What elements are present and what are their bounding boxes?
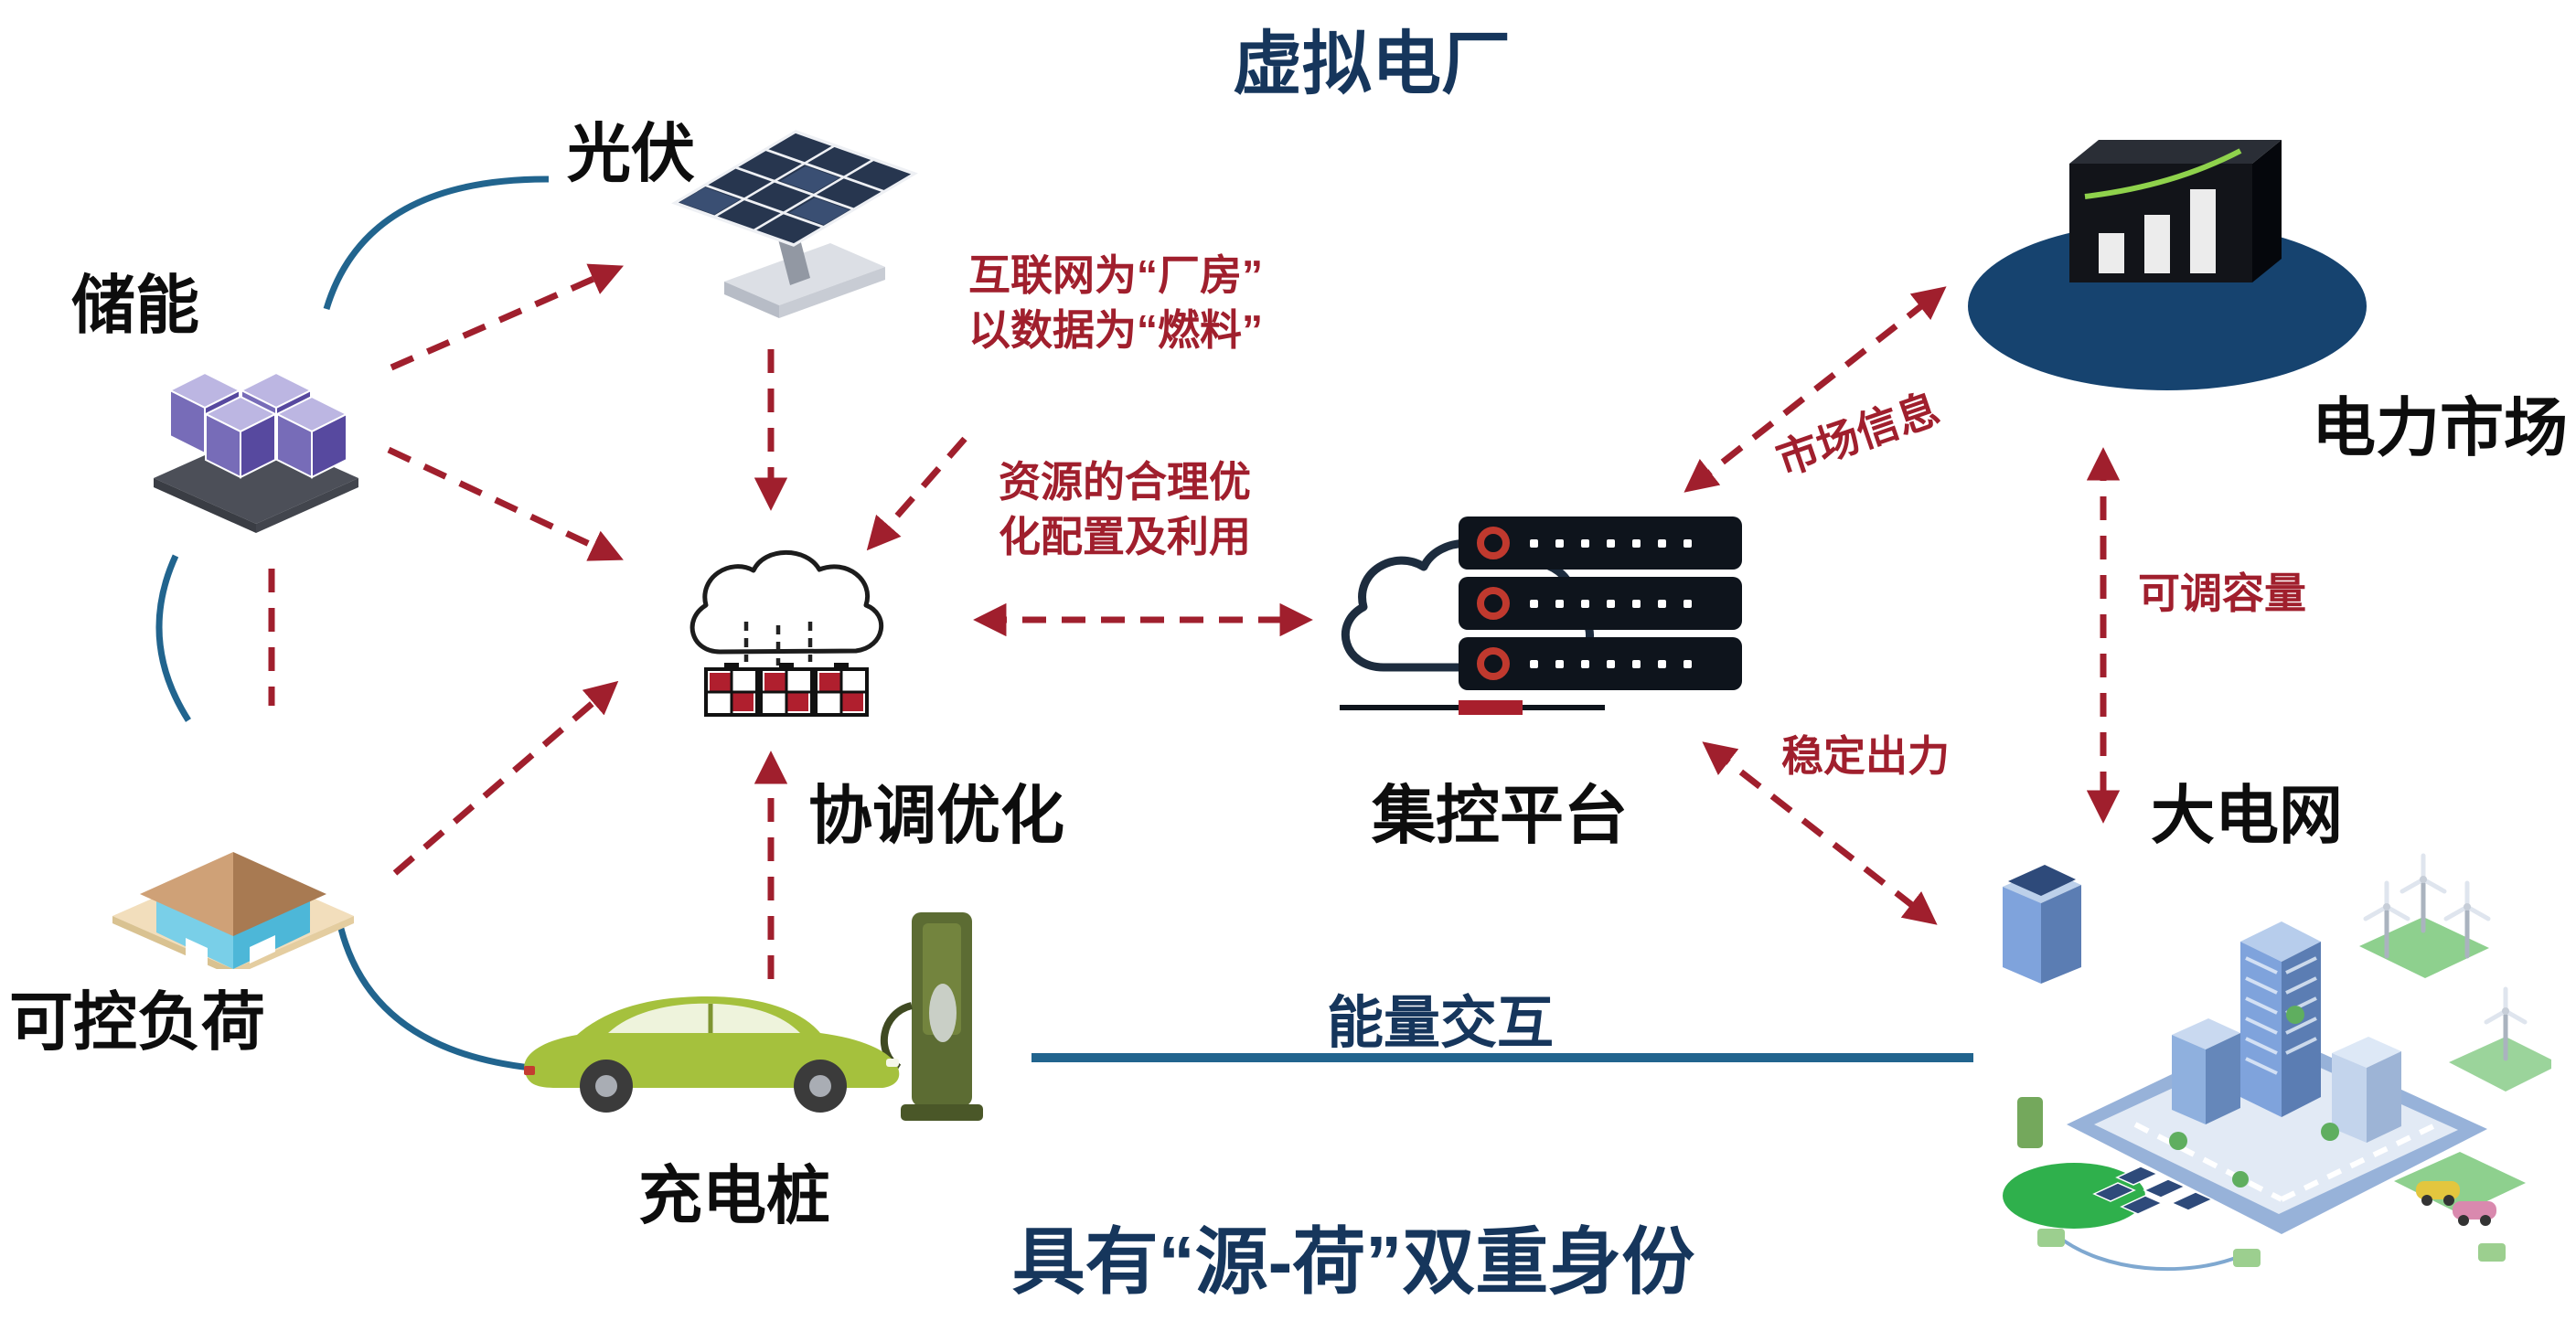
arrow-storage-coordination	[387, 446, 624, 561]
building-2	[2172, 1018, 2240, 1124]
battery-icons	[704, 663, 869, 717]
house-icon	[112, 852, 354, 969]
annotation-adjustable-capacity: 可调容量	[2138, 570, 2306, 617]
arrow-load-coordination	[392, 680, 619, 876]
annotation-internet-line2: 以数据为“燃料”	[968, 305, 1263, 354]
trees	[2169, 1006, 2339, 1188]
small-cars	[2416, 1181, 2496, 1226]
annotation-internet: 互联网为“厂房” 以数据为“燃料”	[933, 249, 1299, 358]
building-3	[2332, 1037, 2401, 1143]
link-storage-pv	[323, 176, 550, 311]
platform-servers-icon	[1340, 517, 1742, 715]
server-rack-icon	[1459, 517, 1742, 690]
tower-building	[2240, 921, 2321, 1117]
arrow-storage-pv	[390, 263, 625, 371]
city-grid-icon	[2003, 853, 2551, 1272]
page-title: 虚拟电厂	[1233, 26, 1511, 103]
energy-storage-icon	[154, 371, 358, 533]
node-label-market: 电力市场	[2312, 392, 2568, 463]
building-4	[2003, 865, 2081, 984]
node-label-load: 可控负荷	[9, 986, 265, 1058]
node-label-platform: 集控平台	[1372, 780, 1628, 851]
annotation-internet-line1: 互联网为“厂房”	[968, 251, 1263, 299]
annotation-energy-exchange: 能量交互	[1326, 992, 1554, 1055]
solar-farm	[2092, 1166, 2214, 1215]
annotation-resource-line1: 资源的合理优	[999, 458, 1251, 506]
utility-boxes	[2017, 1097, 2506, 1272]
market-icon	[1968, 140, 2367, 390]
node-label-coordination: 协调优化	[808, 780, 1064, 851]
node-label-storage: 储能	[71, 270, 199, 341]
node-label-grid: 大电网	[2151, 780, 2343, 851]
annotation-resource: 资源的合理优 化配置及利用	[969, 455, 1280, 565]
annotation-market-info: 市场信息	[1770, 384, 1946, 485]
annotation-stable-output: 稳定出力	[1781, 732, 1950, 780]
annotation-resource-line2: 化配置及利用	[999, 512, 1251, 560]
electric-car-icon	[524, 996, 900, 1113]
link-storage-load	[155, 554, 191, 722]
node-label-pv: 光伏	[567, 118, 695, 189]
charging-pile-icon	[881, 912, 983, 1121]
ev-charger-icon	[524, 912, 983, 1121]
coordination-cloud-icon	[689, 549, 884, 717]
annotation-dual-identity: 具有“源-荷”双重身份	[1011, 1221, 1695, 1303]
wind-turbines	[2363, 853, 2528, 1061]
solar-panel-icon	[671, 130, 918, 318]
node-label-charger: 充电桩	[638, 1160, 830, 1231]
